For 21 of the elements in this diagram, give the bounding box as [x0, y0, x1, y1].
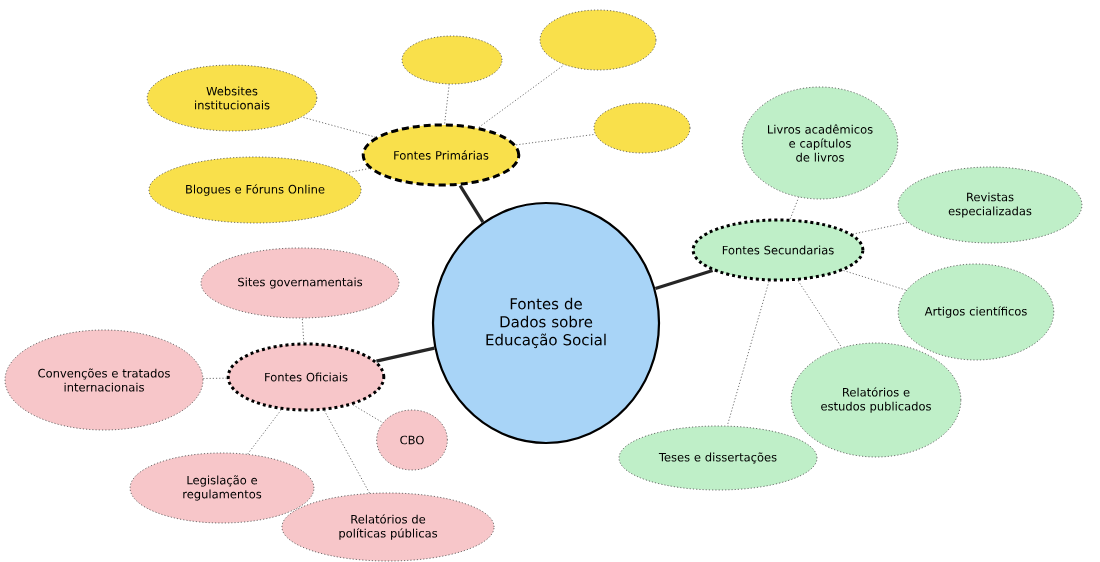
empty-ellipse	[401, 35, 503, 85]
empty-ellipse	[593, 102, 691, 154]
connector-line	[789, 196, 800, 220]
connector-line	[458, 184, 485, 223]
connector-line	[202, 377, 228, 379]
connector-line	[726, 280, 770, 427]
connector-line	[323, 410, 370, 494]
connector-line	[843, 270, 907, 291]
connector-line	[352, 404, 384, 423]
connector-line	[515, 133, 596, 146]
connector-line	[301, 318, 305, 343]
connector-line	[444, 83, 450, 124]
connector-line	[797, 280, 843, 348]
connector-line	[247, 409, 282, 455]
connector-line	[376, 346, 435, 363]
connector-line	[345, 168, 370, 174]
connector-line	[654, 269, 714, 291]
empty-ellipse	[539, 9, 657, 71]
connector-line	[301, 116, 377, 138]
connector-line	[852, 222, 909, 235]
connector-line	[478, 64, 565, 128]
